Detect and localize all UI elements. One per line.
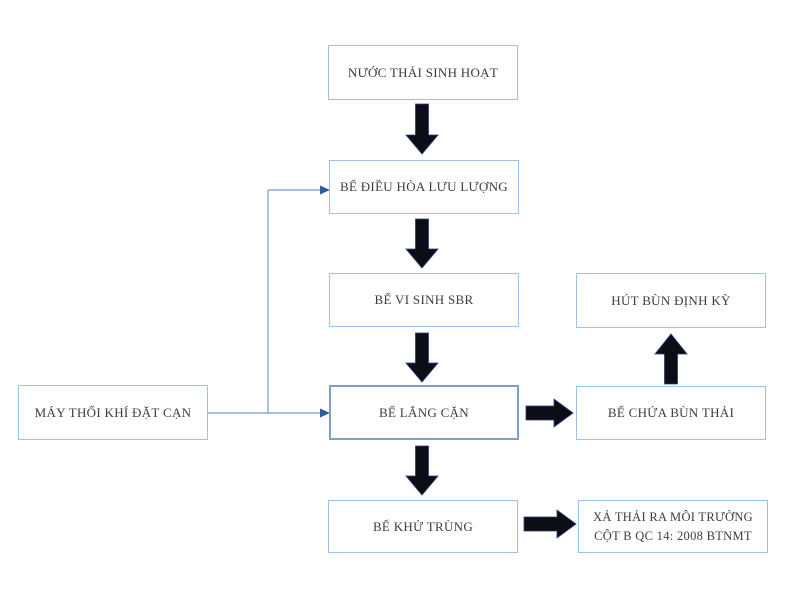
arrow-down-equalization-to-sbr [405,218,439,269]
node-sludge-tank: BỂ CHỨA BÙN THẢI [576,386,766,440]
node-discharge-line1: XẢ THẢI RA MÔI TRƯỜNG [593,509,753,524]
node-sbr-label: BỂ VI SINH SBR [374,292,474,308]
arrow-up-sludge-tank-to-suction [654,333,688,385]
node-sludge-suction-label: HÚT BÙN ĐỊNH KỲ [611,292,731,308]
node-disinfection-label: BỂ KHỬ TRÙNG [372,518,474,534]
node-discharge: XẢ THẢI RA MÔI TRƯỜNG CỘT B QC 14: 2008 … [578,500,768,553]
arrow-down-wastewater-to-equalization [405,103,439,155]
node-wastewater-label: NƯỚC THẢI SINH HOẠT [347,64,499,80]
node-sbr-tank: BỂ VI SINH SBR [329,273,519,327]
node-equalization-label: BỂ ĐIỀU HÒA LƯU LƯỢNG [339,179,508,195]
node-sludge-tank-label: BỂ CHỨA BÙN THẢI [607,405,735,421]
node-air-blower: MÁY THỔI KHÍ ĐẶT CẠN [18,385,208,440]
node-sedimentation-tank: BỂ LẮNG CẶN [329,385,519,440]
arrow-right-disinfection-to-discharge [523,509,577,539]
node-sedimentation-label: BỂ LẮNG CẶN [379,404,469,420]
arrow-right-sedimentation-to-sludge-tank [525,398,574,428]
node-disinfection-tank: BỂ KHỬ TRÙNG [328,500,518,553]
arrow-down-sbr-to-sedimentation [405,332,439,383]
node-discharge-line2: CỘT B QC 14: 2008 BTNMT [594,528,752,543]
arrow-down-sedimentation-to-disinfection [405,445,439,496]
node-air-blower-label: MÁY THỔI KHÍ ĐẶT CẠN [34,404,192,420]
node-equalization-tank: BỂ ĐIỀU HÒA LƯU LƯỢNG [329,160,519,214]
node-wastewater: NƯỚC THẢI SINH HOẠT [328,45,518,100]
node-sludge-suction: HÚT BÙN ĐỊNH KỲ [576,273,766,328]
